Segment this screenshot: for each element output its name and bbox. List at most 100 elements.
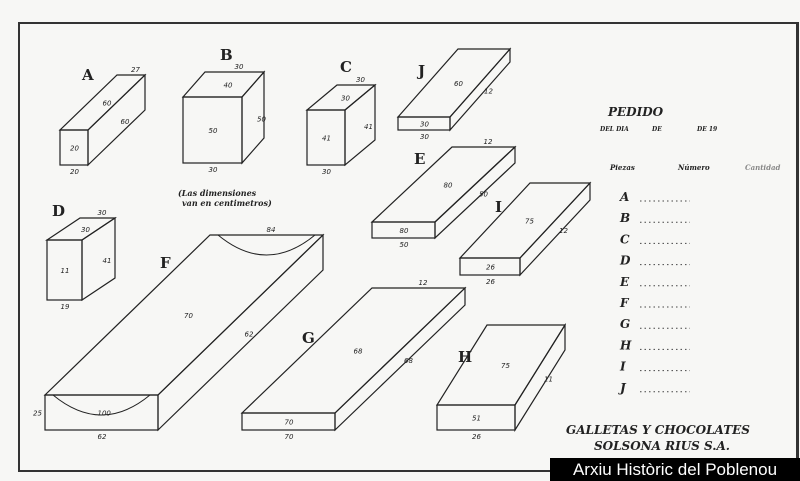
company-line2: SOLSONA RIUS S.A. [594, 439, 730, 453]
trough-curve [217, 234, 316, 256]
order-row-b: B [619, 211, 690, 225]
dimension-label: 12 [484, 138, 493, 146]
dimension-label: 30 [322, 168, 331, 176]
dimension-label: 41 [103, 257, 112, 265]
order-row-label: H [619, 338, 632, 352]
dimension-label: 12 [484, 88, 493, 96]
dimension-label: 26 [486, 278, 495, 286]
front-face [397, 116, 451, 131]
piece-label: I [495, 198, 502, 216]
side-face [87, 73, 146, 167]
dimension-label: 27 [131, 66, 140, 74]
dimension-label: 50 [400, 241, 409, 249]
dimension-label: 11 [544, 376, 553, 384]
dimension-label: 62 [245, 331, 254, 339]
piece-label: H [458, 348, 472, 366]
dimension-label: 80 [400, 227, 409, 235]
archive-credit: Arxiu Històric del Poblenou [550, 458, 800, 481]
dimension-label: 50 [209, 127, 218, 135]
dimension-label: 60 [121, 118, 130, 126]
sheet-border [18, 22, 799, 472]
front-face [459, 257, 521, 276]
order-row-j: J [618, 381, 690, 395]
piece-label: J [416, 62, 425, 80]
front-face [59, 129, 89, 166]
col-quantity: Cantidad [745, 163, 781, 172]
dimension-label: 84 [267, 226, 276, 234]
front-face [46, 239, 83, 301]
dimension-label: 70 [285, 433, 294, 441]
front-face [44, 394, 159, 431]
dimension-label: 30 [209, 166, 218, 174]
dimension-label: 12 [559, 227, 568, 235]
dimension-label: 100 [98, 410, 112, 418]
order-row-i: I [619, 360, 690, 374]
side-face [514, 322, 566, 433]
order-row-label: A [619, 190, 629, 204]
order-row-label: F [619, 296, 630, 310]
order-row-label: D [619, 254, 631, 268]
units-note-line2: van en centimetros) [182, 198, 272, 208]
order-row-f: F [619, 296, 690, 310]
dimension-label: 80 [444, 182, 453, 190]
dimension-label: 30 [420, 121, 429, 129]
order-row-h: H [619, 338, 690, 352]
dimension-label: 41 [364, 123, 373, 131]
dimension-label: 75 [501, 362, 510, 370]
dimension-label: 50 [479, 191, 488, 199]
piece-label: E [414, 150, 425, 168]
front-face [182, 96, 243, 164]
dimension-label: 30 [356, 76, 365, 84]
col-number: Número [677, 163, 710, 172]
dimension-label: 30 [98, 209, 107, 217]
trough-curve [52, 394, 151, 416]
order-row-d: D [619, 254, 690, 268]
order-row-label: J [618, 381, 627, 395]
side-face [519, 181, 591, 277]
dimension-label: 68 [354, 348, 363, 356]
date-label-day: DEL DIA [599, 126, 629, 133]
dimension-label: 30 [235, 63, 244, 71]
front-face [371, 221, 436, 239]
dimension-label: 20 [70, 168, 79, 176]
company-line1: GALLETAS Y CHOCOLATES [566, 423, 750, 437]
order-row-e: E [619, 275, 690, 289]
dimension-label: 62 [98, 433, 107, 441]
side-face [334, 286, 466, 432]
dimension-label: 60 [103, 100, 112, 108]
dimension-label: 70 [285, 419, 294, 427]
dimension-label: 11 [61, 267, 70, 275]
col-pieces: Piezas [609, 163, 635, 172]
dimension-label: 26 [472, 433, 481, 441]
front-face [306, 109, 346, 166]
piece-label: B [220, 46, 233, 64]
side-face [157, 233, 324, 432]
piece-label: D [52, 202, 65, 220]
dimension-label: 30 [81, 226, 90, 234]
side-face [434, 145, 516, 240]
dimension-label: 60 [454, 80, 463, 88]
dimension-label: 20 [70, 145, 79, 153]
order-row-label: E [619, 275, 630, 289]
side-face [449, 47, 511, 132]
order-row-g: G [620, 317, 690, 331]
date-label-of: DE [651, 126, 662, 133]
order-title: PEDIDO [607, 105, 664, 119]
order-row-c: C [620, 232, 690, 246]
order-row-a: A [619, 190, 690, 204]
piece-label: C [340, 58, 352, 76]
piece-h: H 26 75 51 11 [435, 322, 567, 441]
dimension-label: 30 [341, 95, 350, 103]
order-row-label: G [620, 317, 630, 331]
dimension-label: 70 [184, 312, 193, 320]
order-row-label: C [620, 232, 630, 246]
dimension-label: 68 [404, 357, 413, 365]
dimension-label: 51 [472, 415, 481, 423]
